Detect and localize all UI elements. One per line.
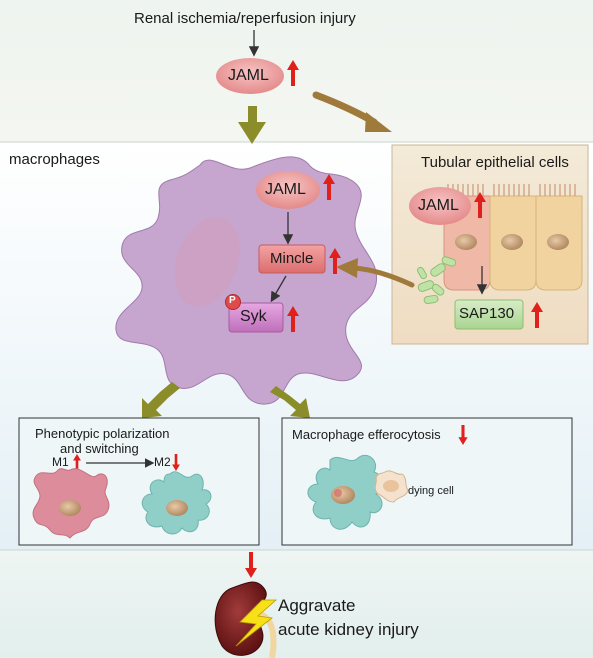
top-title: Renal ischemia/reperfusion injury — [134, 10, 356, 27]
bottom-band — [0, 550, 593, 658]
phospho-label: P — [229, 295, 236, 306]
efferocytosis-title: Macrophage efferocytosis — [292, 427, 441, 442]
tubular-title: Tubular epithelial cells — [421, 154, 569, 171]
mincle-box — [258, 244, 326, 274]
dying-cell-label: dying cell — [408, 485, 454, 497]
sap130-fragments — [417, 256, 457, 305]
olive-arrow-to-macrophage — [238, 106, 266, 144]
olive-arrow-to-efferocytosis — [270, 386, 310, 418]
epithelial-cells — [443, 195, 583, 291]
tubular-jaml-oval — [409, 187, 471, 225]
macrophage-jaml-oval — [256, 171, 320, 209]
m2-label: M2 — [154, 455, 171, 469]
polarization-title-line1: Phenotypic polarization — [35, 426, 170, 441]
macrophage-nucleus — [174, 217, 240, 307]
sap130-box — [454, 299, 524, 330]
polarization-title-line2: and switching — [60, 441, 139, 456]
mincle-label: Mincle — [270, 250, 314, 267]
top-jaml-oval — [216, 58, 284, 94]
macrophages-label: macrophages — [9, 151, 100, 168]
outcome-line2: acute kidney injury — [278, 620, 419, 639]
tubular-jaml-label: JAML — [418, 197, 459, 214]
macrophage-cell — [115, 156, 378, 405]
top-band — [0, 0, 593, 142]
olive-arrow-to-polarization — [142, 382, 180, 418]
phospho-circle — [225, 294, 241, 310]
m1-label: M1 — [52, 455, 69, 469]
syk-box — [228, 302, 284, 333]
sap130-label: SAP130 — [459, 305, 515, 322]
macrophage-jaml-label: JAML — [265, 181, 306, 198]
sap130-to-mincle-arrow — [351, 265, 415, 288]
outcome-line1: Aggravate — [278, 596, 356, 615]
ureter — [258, 611, 277, 658]
lightning-icon — [235, 599, 278, 647]
top-jaml-label: JAML — [228, 67, 269, 84]
kidney-icon — [214, 581, 267, 656]
syk-label: Syk — [240, 308, 267, 325]
